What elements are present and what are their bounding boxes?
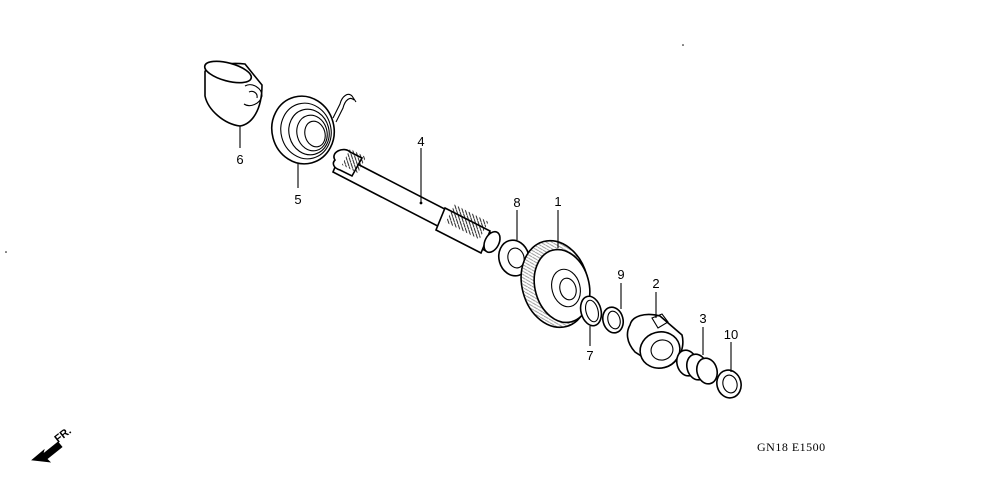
- collar-part-6: [203, 60, 263, 127]
- spindle-shaft-part-4: [331, 148, 501, 255]
- front-indicator-label: FR.: [52, 425, 73, 445]
- leader-lines: [239, 126, 732, 372]
- ratchet-spring-part-3: [675, 349, 719, 385]
- callout-1: 1: [554, 194, 561, 209]
- callout-9: 9: [617, 267, 624, 282]
- callout-4: 4: [417, 134, 424, 149]
- callout-7: 7: [586, 348, 593, 363]
- spring-part-5: [270, 93, 357, 165]
- ratchet-part-2: [626, 313, 684, 369]
- callout-5: 5: [294, 192, 301, 207]
- callout-6: 6: [236, 152, 243, 167]
- speck: [5, 251, 7, 253]
- gear-part-1: [520, 239, 591, 329]
- front-arrow-icon: [31, 441, 63, 463]
- circlip-part-10: [716, 369, 742, 399]
- callout-8: 8: [513, 195, 520, 210]
- callout-3: 3: [699, 311, 706, 326]
- callout-10: 10: [724, 327, 738, 342]
- diagram-code: GN18 E1500: [757, 440, 826, 454]
- callout-2: 2: [652, 276, 659, 291]
- snap-ring-part-7: [579, 295, 603, 327]
- speck: [682, 44, 684, 46]
- washer-part-9: [601, 306, 625, 334]
